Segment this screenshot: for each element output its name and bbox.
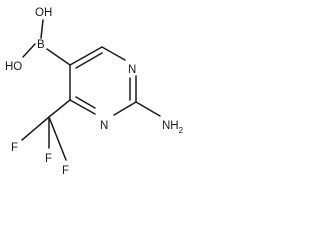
bond-c4-cf3 xyxy=(48,99,71,118)
bond-c5-c6-inner xyxy=(75,52,103,69)
bond-cf3-f-left xyxy=(21,116,50,141)
amine-subscript: 2 xyxy=(179,126,184,135)
bond-b-oh-top xyxy=(40,19,44,39)
bond-c2-nh2 xyxy=(135,101,161,117)
atom-label-amine: NH2 xyxy=(162,120,184,135)
bond-n3-c4-inner xyxy=(75,96,96,109)
bond-cf3-f-bottom xyxy=(48,116,67,161)
atom-label-ho-left: HO xyxy=(5,61,22,73)
atom-label-n-ring-lower: N xyxy=(100,120,108,132)
bond-b-ho-left xyxy=(22,43,36,58)
atom-label-boron: B xyxy=(37,39,45,51)
bond-c6-n1 xyxy=(101,46,126,61)
bond-c2-n3 xyxy=(113,101,137,116)
atom-label-n-ring-upper: N xyxy=(128,64,136,76)
atom-label-f-top: F xyxy=(45,153,52,165)
atom-label-f-bottom: F xyxy=(62,165,69,177)
atom-label-f-left: F xyxy=(11,142,18,154)
molecule-structure: OH HO B N N NH2 F F F xyxy=(5,7,184,177)
bond-c5-c6 xyxy=(69,46,103,66)
bond-n3-c4 xyxy=(69,99,96,115)
amine-text: NH xyxy=(162,120,179,132)
bond-b-c5 xyxy=(46,48,71,66)
atom-label-oh-top: OH xyxy=(35,7,52,19)
